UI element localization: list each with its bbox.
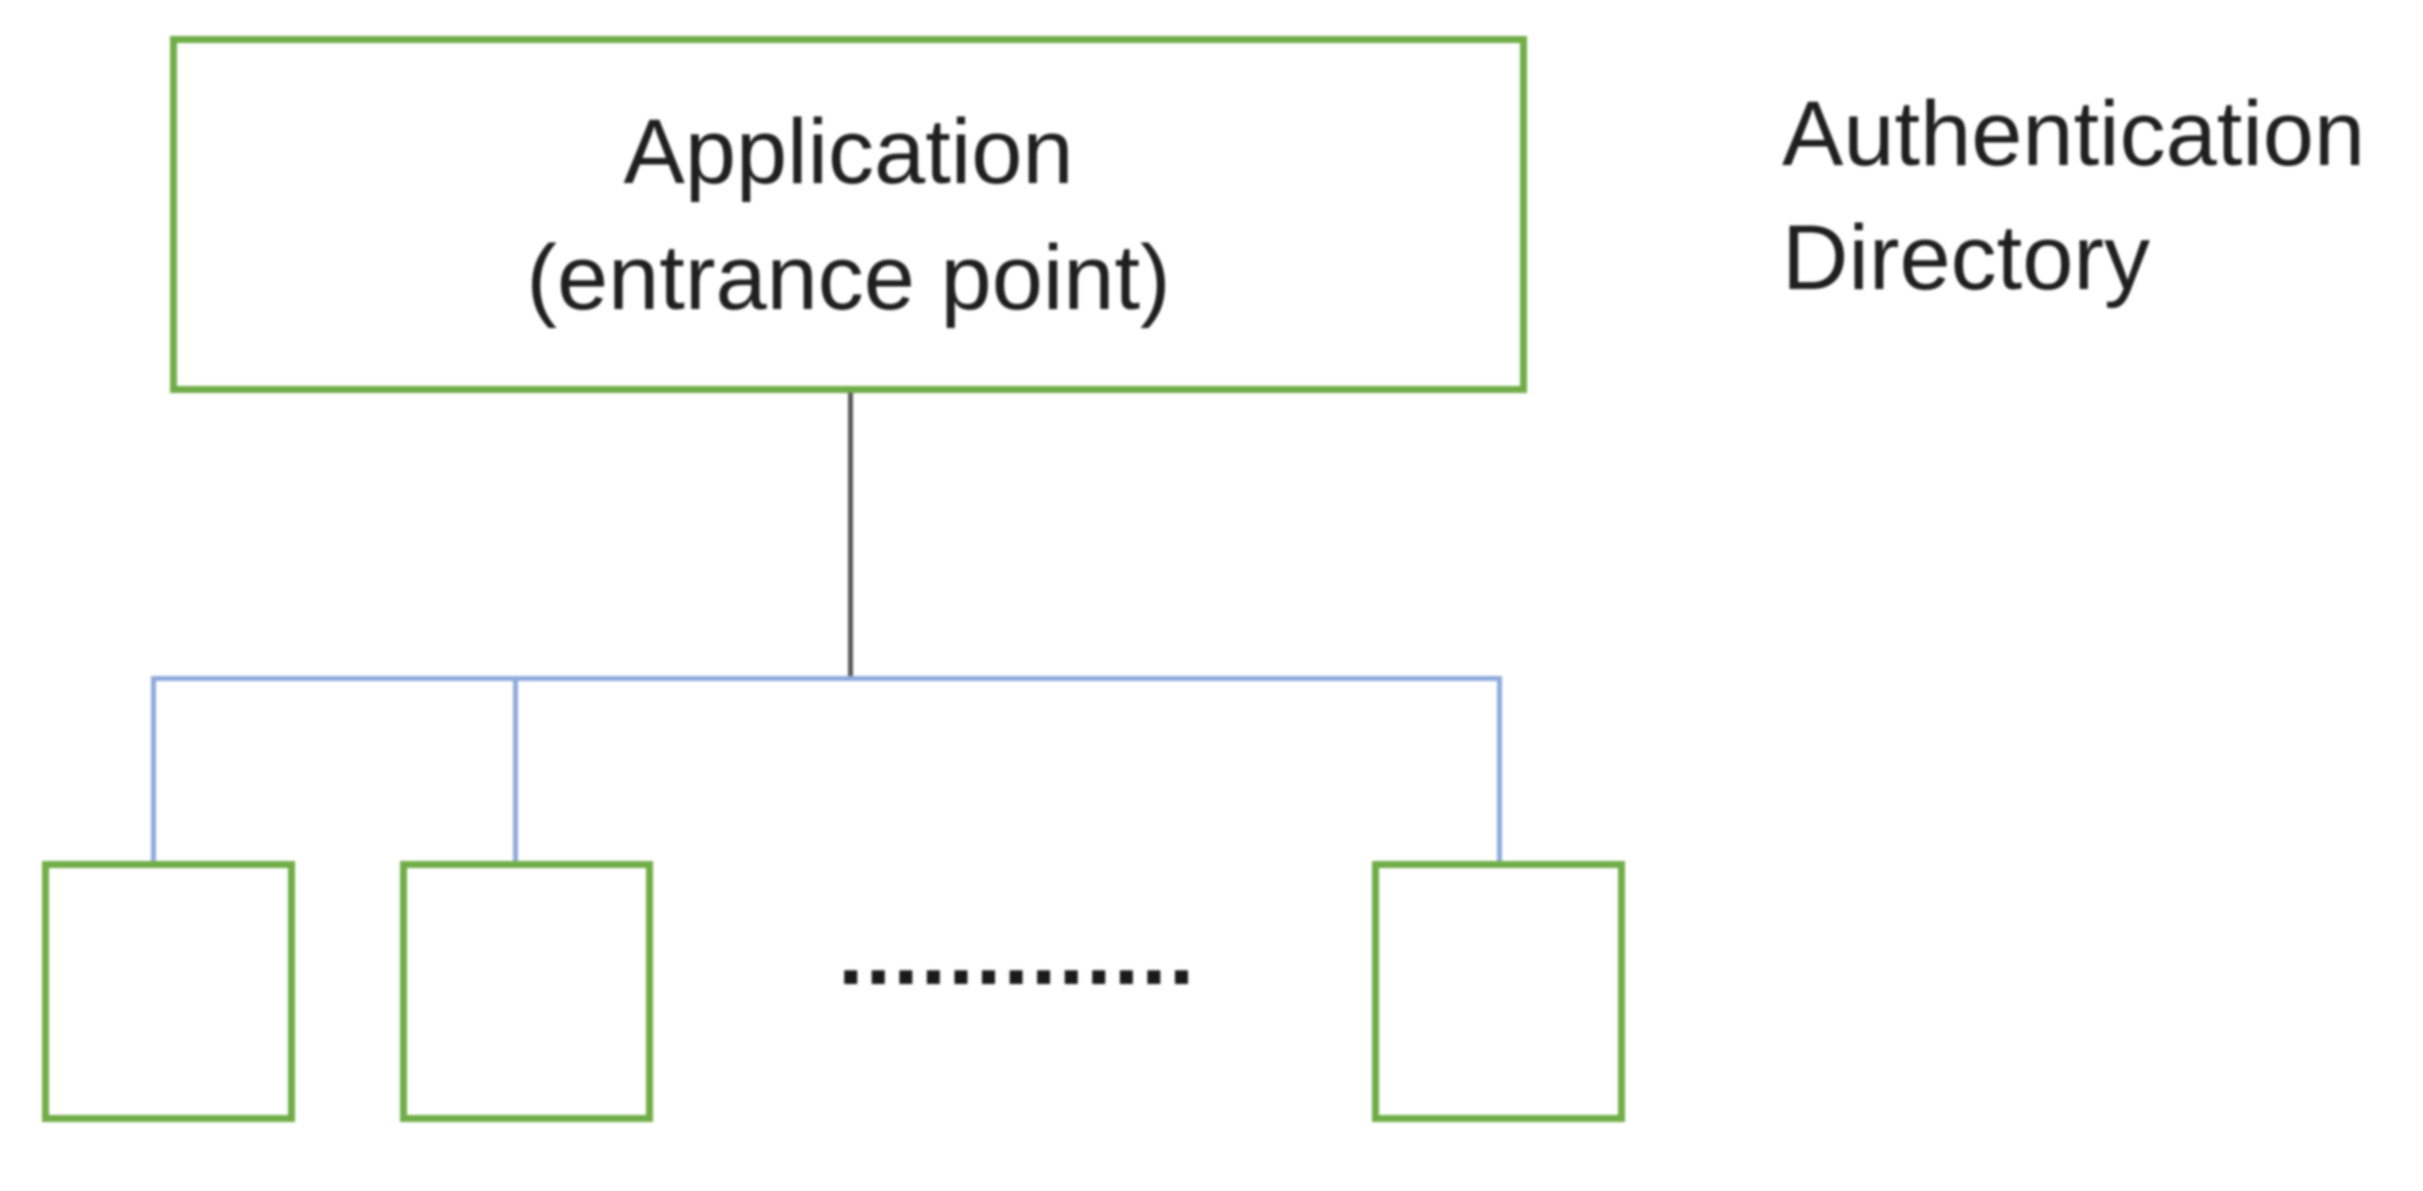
branch-drop-connector-3 — [1497, 676, 1502, 864]
root-stem-connector — [848, 393, 853, 678]
child-box-2 — [400, 861, 653, 1122]
branch-rail-connector — [151, 676, 1502, 681]
branch-drop-connector-1 — [151, 676, 156, 864]
application-box-line1: Application — [623, 100, 1074, 203]
authentication-directory-label: Authentication Directory — [1782, 72, 2365, 320]
child-box-1 — [42, 861, 295, 1122]
ellipsis-dots: ............. — [838, 902, 1197, 1004]
side-label-line1: Authentication — [1782, 83, 2366, 185]
branch-drop-connector-2 — [513, 676, 518, 864]
application-box: Application (entrance point) — [170, 36, 1527, 393]
side-label-line2: Directory — [1782, 207, 2151, 309]
child-box-3 — [1372, 861, 1625, 1122]
application-box-line2: (entrance point) — [526, 226, 1171, 329]
